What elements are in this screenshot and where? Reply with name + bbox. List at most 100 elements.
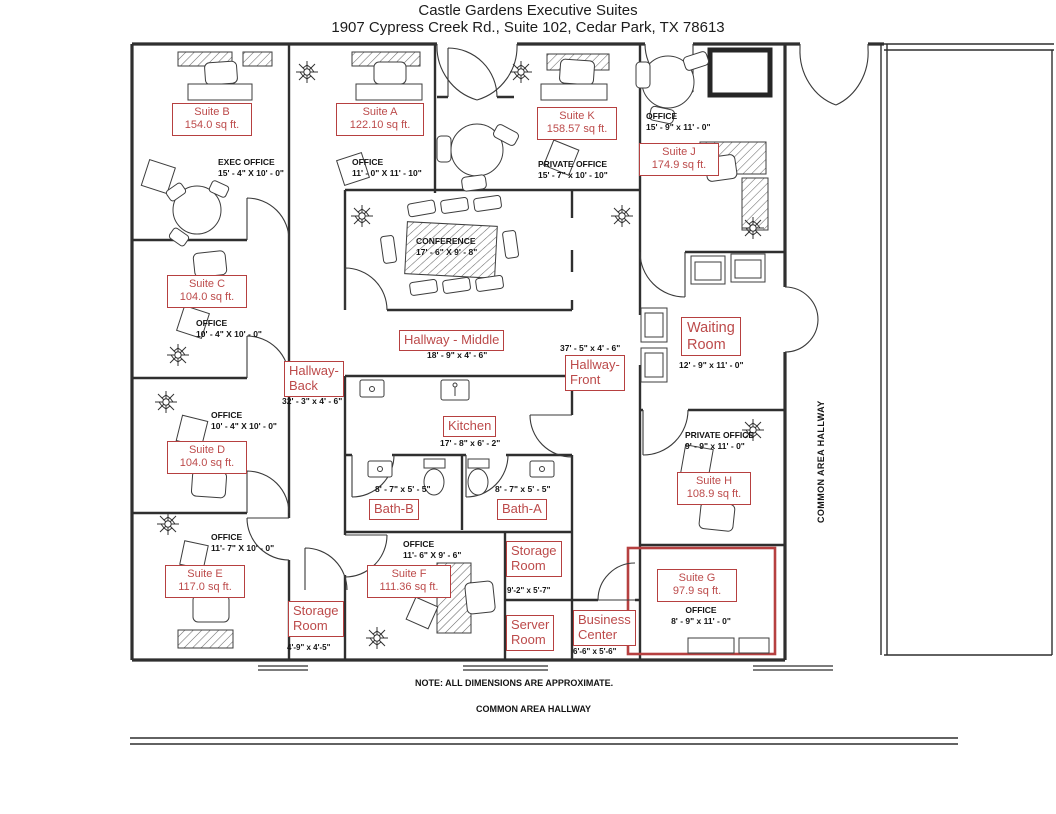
room-dims: 18' - 9" x 4' - 6"	[427, 350, 488, 360]
reception-table	[436, 123, 519, 192]
dim-bath-a: 8' - 7" x 5' - 5"	[495, 484, 551, 495]
suite-c-furniture	[175, 250, 228, 340]
room-dims: 8' - 7" x 5' - 5"	[495, 484, 551, 494]
office-dims: 10' - 4" X 10' - 0"	[211, 421, 277, 432]
dim-office-j: OFFICE 15' - 9" x 11' - 0"	[646, 111, 711, 134]
label-waiting-room: Waiting Room	[681, 317, 741, 357]
furniture	[140, 51, 770, 654]
dim-storage-mid: 9'-2" x 5'-7"	[507, 586, 550, 597]
bath-b-fixtures	[367, 458, 446, 496]
suite-area: 174.9 sq ft.	[651, 159, 707, 172]
office-dims: 11'- 7" X 10' - 0"	[211, 543, 275, 554]
suite-area: 158.57 sq ft.	[546, 123, 608, 136]
interior-walls	[132, 44, 785, 660]
suite-name: Suite H	[695, 475, 733, 487]
office-dims: 15' - 9" x 11' - 0"	[646, 122, 711, 133]
room-dims: 9'-2" x 5'-7"	[507, 586, 551, 595]
suite-b-furniture	[140, 51, 273, 247]
room-dims: 17' - 6" X 9' - 8"	[416, 247, 478, 258]
door-arcs	[246, 43, 869, 601]
label-suite-c: Suite C 104.0 sq ft.	[167, 275, 247, 308]
kitchen-sinks	[359, 379, 470, 401]
room-name: CONFERENCE	[416, 236, 476, 246]
dim-office-g: OFFICE 8' - 9" x 11' - 0"	[655, 605, 747, 628]
exterior-walls	[130, 42, 884, 662]
room-name: Front	[570, 371, 601, 387]
label-suite-j: Suite J 174.9 sq ft.	[639, 143, 719, 176]
building-name: Castle Gardens Executive Suites	[418, 2, 638, 19]
dim-hallway-middle: 18' - 9" x 4' - 6"	[427, 350, 487, 361]
label-hallway-middle: Hallway - Middle	[399, 330, 505, 351]
dim-business-center: 6'-6" x 5'-6"	[573, 647, 616, 658]
office-type: OFFICE	[403, 539, 435, 549]
suite-g-room-outline	[626, 546, 777, 656]
room-name: Hallway-	[570, 357, 620, 372]
dim-office-e: OFFICE 11'- 7" X 10' - 0"	[211, 532, 274, 555]
suite-a-furniture	[335, 51, 423, 187]
office-type: EXEC OFFICE	[218, 157, 275, 167]
office-type: OFFICE	[196, 318, 228, 328]
waiting-room-furniture	[640, 253, 766, 383]
suite-area: 104.0 sq ft.	[179, 457, 235, 470]
office-type: PRIVATE OFFICE	[538, 159, 608, 169]
label-suite-a: Suite A 122.10 sq ft.	[336, 103, 424, 136]
office-type: OFFICE	[646, 111, 678, 121]
office-type: OFFICE	[685, 605, 717, 615]
dim-office-d: OFFICE 10' - 4" X 10' - 0"	[211, 410, 277, 433]
office-type: OFFICE	[352, 157, 384, 167]
dim-private-office-k: PRIVATE OFFICE 15' - 7" x 10' - 10"	[538, 159, 608, 182]
office-type: OFFICE	[211, 410, 243, 420]
common-area-hallway-right: COMMON AREA HALLWAY	[816, 400, 826, 523]
suite-g-furniture	[687, 637, 770, 654]
label-business-center: Business Center	[573, 610, 636, 646]
suite-j-furniture	[635, 51, 769, 231]
suite-area: 104.0 sq ft.	[179, 291, 235, 304]
label-suite-g: Suite G 97.9 sq ft.	[657, 569, 737, 602]
common-hallway-walls	[880, 43, 1054, 656]
suite-area: 97.9 sq ft.	[672, 585, 722, 598]
suite-name: Suite E	[187, 568, 223, 580]
label-suite-d: Suite D 104.0 sq ft.	[167, 441, 247, 474]
room-name: Server	[511, 617, 550, 632]
suite-name: Suite C	[188, 278, 226, 290]
label-hallway-back: Hallway- Back	[284, 361, 344, 397]
office-type: OFFICE	[211, 532, 243, 542]
dim-exec-office-b: EXEC OFFICE 15' - 4" X 10' - 0"	[218, 157, 284, 180]
suite-name: Suite B	[194, 106, 230, 118]
dim-hallway-back: 32' - 3" x 4' - 6"	[282, 396, 342, 407]
dim-kitchen: 17' - 8" x 6' - 2"	[440, 438, 500, 449]
suite-name: Suite K	[559, 110, 595, 122]
room-dims: 6'-6" x 5'-6"	[573, 647, 617, 656]
label-suite-e: Suite E 117.0 sq ft.	[165, 565, 245, 598]
label-kitchen: Kitchen	[443, 416, 497, 437]
site-boundary	[130, 665, 958, 745]
room-dims: 12' - 9" x 11' - 0"	[679, 360, 744, 370]
room-name: Business	[578, 612, 631, 627]
label-storage-room-left: Storage Room	[288, 601, 344, 637]
room-name: Back	[289, 377, 318, 393]
suite-name: Suite A	[362, 106, 398, 118]
suite-name: Suite G	[678, 572, 716, 584]
suite-area: 108.9 sq ft.	[686, 488, 742, 501]
closet	[707, 47, 773, 98]
room-dims: 37' - 5" x 4' - 6"	[560, 343, 621, 353]
label-bath-b: Bath-B	[369, 499, 419, 520]
label-server-room: Server Room	[506, 615, 555, 651]
room-name: Hallway-	[289, 363, 339, 378]
page-title: Castle Gardens Executive Suites 1907 Cyp…	[0, 2, 1056, 37]
office-dims: 8' - 9" x 11' - 0"	[671, 616, 731, 627]
room-name: Waiting	[687, 320, 735, 336]
label-suite-k: Suite K 158.57 sq ft.	[537, 107, 617, 140]
room-name: Bath-B	[374, 501, 414, 516]
label-storage-room-mid: Storage Room	[506, 541, 562, 577]
room-name: Room	[687, 336, 726, 353]
office-type: PRIVATE OFFICE	[685, 430, 755, 440]
conference-furniture	[380, 194, 519, 296]
suite-area: 154.0 sq ft.	[184, 119, 240, 132]
suite-area: 117.0 sq ft.	[178, 581, 232, 594]
room-dims: 32' - 3" x 4' - 6"	[282, 396, 343, 406]
suite-name: Suite J	[662, 146, 696, 158]
office-dims: 15' - 4" X 10' - 0"	[218, 168, 284, 179]
